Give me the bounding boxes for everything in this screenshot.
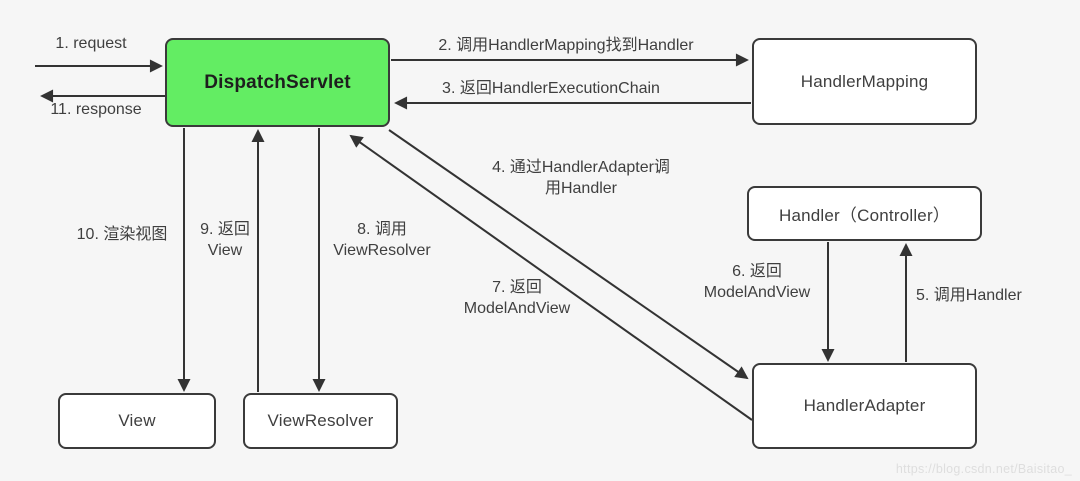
node-view: View	[58, 393, 216, 449]
edge-label-return-view: 9. 返回 View	[200, 221, 250, 259]
node-dispatch-servlet: DispatchServlet	[165, 38, 390, 127]
node-handler-mapping-label: HandlerMapping	[800, 71, 929, 91]
node-handler-controller: Handler（Controller）	[747, 186, 982, 241]
arrow-call-via-adapter	[388, 129, 749, 380]
edge-label-call-via-adapter: 4. 通过HandlerAdapter调 用Handler	[492, 159, 670, 197]
node-handler-mapping: HandlerMapping	[752, 38, 977, 125]
arrow-return-model-and-view-to-servlet	[349, 134, 753, 421]
watermark-url: https://blog.csdn.net/Baisitao_	[895, 462, 1072, 476]
edge-label-call-handler-mapping: 2. 调用HandlerMapping找到Handler	[438, 37, 694, 54]
node-dispatch-servlet-label: DispatchServlet	[204, 71, 351, 93]
edge-label-return-model-and-view-to-servlet: 7. 返回 ModelAndView	[463, 279, 571, 317]
edge-label-response: 11. response	[50, 101, 142, 118]
edge-label-call-view-resolver: 8. 调用 ViewResolver	[333, 221, 431, 259]
edge-label-request: 1. request	[55, 35, 127, 52]
node-view-resolver: ViewResolver	[243, 393, 398, 449]
edge-label-return-execution-chain: 3. 返回HandlerExecutionChain	[442, 80, 660, 97]
edge-label-render-view: 10. 渲染视图	[76, 226, 168, 243]
edge-label-return-model-and-view-to-adapter: 6. 返回 ModelAndView	[703, 263, 811, 301]
edge-label-call-handler: 5. 调用Handler	[916, 287, 1022, 304]
node-view-resolver-label: ViewResolver	[267, 411, 374, 430]
node-handler-adapter-label: HandlerAdapter	[803, 396, 926, 415]
node-handler-controller-label: Handler（Controller）	[778, 206, 951, 225]
node-handler-adapter: HandlerAdapter	[752, 363, 977, 449]
node-view-label: View	[118, 411, 156, 430]
